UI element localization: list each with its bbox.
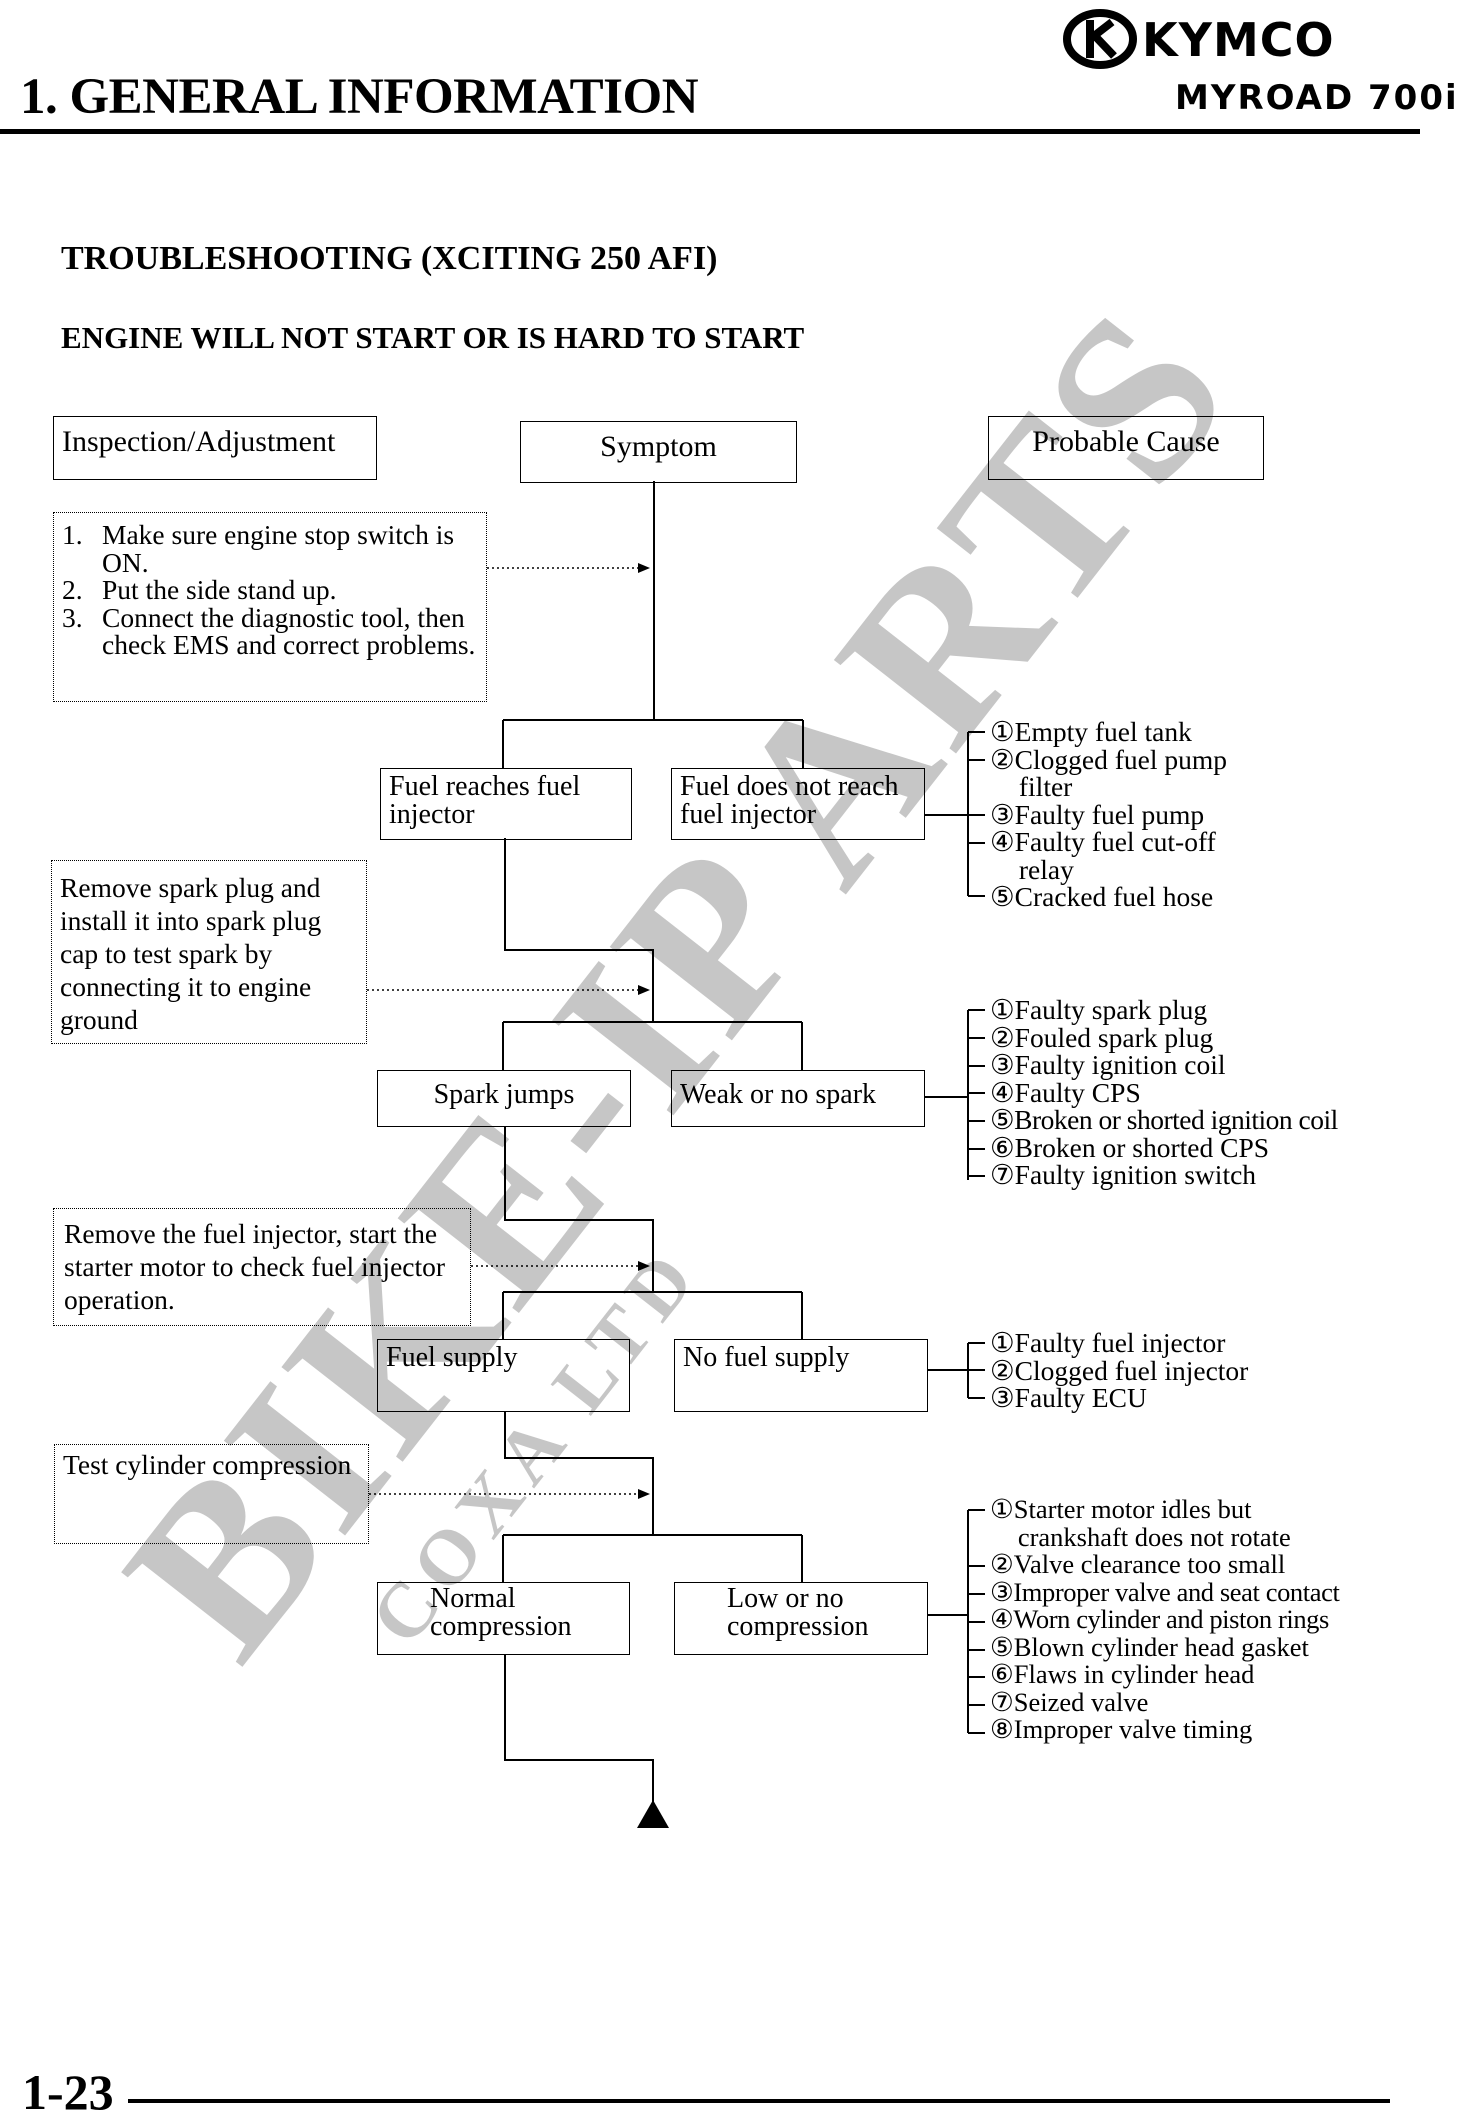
step3-good-result: Spark jumps xyxy=(377,1070,631,1127)
cause-item: ②Clogged fuel injector xyxy=(990,1354,1249,1386)
cause-item: ①Faulty fuel injector xyxy=(990,1327,1226,1358)
model-name: MYROAD 700i xyxy=(1175,78,1459,118)
step1-item-text: Connect the diagnostic tool, then check … xyxy=(102,601,476,660)
step3-cause-list: ①Faulty spark plug ②Fouled spark plug ③F… xyxy=(990,996,1338,1189)
brand-text: KYMCO xyxy=(1142,13,1335,67)
step5-good-result: Normal compression xyxy=(377,1582,630,1655)
step3-bad-result: Weak or no spark xyxy=(671,1070,925,1127)
chapter-number: 1. xyxy=(20,69,58,125)
cause-item: ②Clogged fuel pump filter xyxy=(990,743,1227,802)
inspection-column-header: Inspection/Adjustment xyxy=(53,416,377,480)
cause-item: ③Faulty ignition coil xyxy=(990,1049,1226,1080)
cause-item: ⑥Broken or shorted CPS xyxy=(990,1131,1270,1163)
cause-item: ④Faulty fuel cut-off relay xyxy=(990,826,1216,885)
page-number: 1-23 xyxy=(22,2064,114,2120)
step2-inspection-box: Remove spark plug and install it into sp… xyxy=(51,860,367,1044)
cause-item: ③Faulty fuel pump xyxy=(990,798,1205,830)
cause-item: ③Improper valve and seat contact xyxy=(990,1576,1340,1607)
cause-item: ⑤Broken or shorted ignition coil xyxy=(990,1104,1338,1135)
chapter-title-text: GENERAL INFORMATION xyxy=(69,69,699,125)
step4-good-result: Fuel supply xyxy=(377,1339,630,1412)
step1-item: 2. Put the side stand up. xyxy=(62,574,486,605)
step2-good-result: Fuel reaches fuel injector xyxy=(380,768,632,840)
step1-item: 3. Connect the diagnostic tool, then chec… xyxy=(62,601,486,660)
kymco-logo: KYMCO xyxy=(1063,9,1335,69)
step4-cause-list: ①Faulty fuel injector ②Clogged fuel inje… xyxy=(990,1329,1248,1412)
cause-item: ①Starter motor idles but crankshaft does… xyxy=(990,1494,1291,1552)
step4-bad-result: No fuel supply xyxy=(674,1339,928,1412)
section-title: TROUBLESHOOTING (XCITING 250 AFI) xyxy=(61,240,718,277)
cause-item: ②Valve clearance too small xyxy=(990,1549,1286,1579)
cause-item: ⑤Blown cylinder head gasket xyxy=(990,1631,1309,1662)
footer-rule xyxy=(128,2099,1390,2103)
step4-inspection-box: Test cylinder compression xyxy=(54,1444,369,1544)
step1-item-text: Put the side stand up. xyxy=(102,574,337,605)
header-rule xyxy=(0,129,1420,134)
cause-column-header: Probable Cause xyxy=(988,416,1264,480)
step2-bad-result: Fuel does not reach fuel injector xyxy=(671,768,925,840)
step1-item-number: 1. xyxy=(62,519,83,550)
step1-inspection-box: 1. Make sure engine stop switch is ON. 2.… xyxy=(53,512,487,702)
step1-item-number: 2. xyxy=(62,574,83,605)
step1-item-number: 3. xyxy=(62,601,83,633)
step2-cause-list: ①Empty fuel tank ②Clogged fuel pump filt… xyxy=(990,718,1269,911)
cause-item: ②Fouled spark plug xyxy=(990,1021,1214,1053)
cause-item: ④Worn cylinder and piston rings xyxy=(990,1604,1329,1634)
cause-item: ③Faulty ECU xyxy=(990,1382,1147,1413)
cause-item: ⑥Flaws in cylinder head xyxy=(990,1659,1255,1689)
step3-inspection-box: Remove the fuel injector, start the star… xyxy=(53,1208,471,1326)
chapter-title: 1. GENERAL INFORMATION xyxy=(20,68,699,126)
cause-item: ⑤Cracked fuel hose xyxy=(990,881,1214,912)
step5-cause-list: ①Starter motor idles but crankshaft does… xyxy=(990,1494,1348,1744)
cause-item: ⑦Seized valve xyxy=(990,1686,1149,1717)
cause-item: ⑦Faulty ignition switch xyxy=(990,1159,1257,1190)
symptom-column-header: Symptom xyxy=(520,421,797,483)
subsection-title: ENGINE WILL NOT START OR IS HARD TO STAR… xyxy=(61,320,805,355)
step1-item-text: Make sure engine stop switch is ON. xyxy=(102,519,455,578)
cause-item: ④Faulty CPS xyxy=(990,1076,1141,1108)
step1-item: 1. Make sure engine stop switch is ON. xyxy=(62,519,486,578)
cause-item: ⑧Improper valve timing xyxy=(990,1714,1253,1744)
cause-item: ①Empty fuel tank xyxy=(990,716,1192,747)
step5-bad-result: Low or no compression xyxy=(674,1582,928,1655)
cause-item: ①Faulty spark plug xyxy=(990,994,1208,1025)
